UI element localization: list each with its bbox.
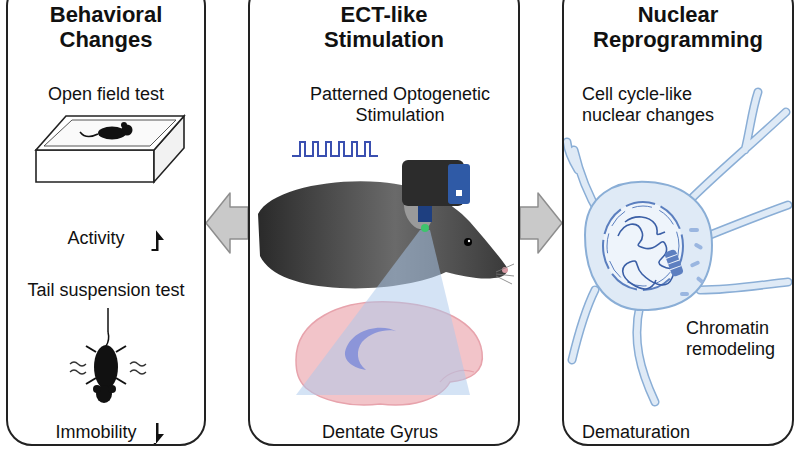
mouse-ear bbox=[121, 122, 127, 128]
motion-marks bbox=[70, 362, 86, 374]
whiskers bbox=[496, 264, 514, 284]
mouse-body bbox=[94, 345, 118, 389]
block-arrow bbox=[206, 193, 248, 253]
eye-highlight bbox=[468, 240, 470, 242]
chromatin-fragment bbox=[694, 242, 704, 250]
panel-text: Tail suspension test bbox=[11, 280, 201, 301]
box-front-wall bbox=[36, 150, 154, 182]
panel-text: Dentate Gyrus bbox=[300, 422, 460, 443]
pulse-train bbox=[292, 142, 378, 156]
mouse-leg bbox=[86, 378, 96, 384]
panel-heading: ECT-like Stimulation bbox=[294, 2, 474, 53]
panel-text: Open field test bbox=[16, 84, 196, 105]
panel-heading: Nuclear Reprogramming bbox=[578, 2, 778, 53]
box-rim bbox=[36, 116, 184, 150]
panel-text: Dematuration bbox=[582, 422, 732, 443]
neuron-soma bbox=[585, 182, 712, 310]
panel-box: ECT-like StimulationPatterned Optogeneti… bbox=[248, 0, 520, 446]
mouse-ear bbox=[108, 385, 116, 393]
panel-text: Activity bbox=[36, 228, 156, 249]
light-source bbox=[421, 224, 429, 232]
panel-box: Nuclear ReprogrammingCell cycle-like nuc… bbox=[562, 0, 794, 446]
panel-text: Patterned Optogenetic Stimulation bbox=[285, 84, 515, 125]
block-arrow bbox=[520, 193, 562, 253]
panel-heading: Behavioral Changes bbox=[16, 2, 196, 53]
device-face bbox=[448, 164, 470, 204]
motion-marks bbox=[130, 362, 146, 374]
nuclear-envelope bbox=[603, 202, 683, 290]
box-floor bbox=[44, 120, 176, 146]
chromatin-fragment bbox=[690, 260, 701, 268]
device-indicator bbox=[456, 190, 462, 196]
light-cone bbox=[296, 230, 470, 395]
mouse-eye bbox=[464, 238, 472, 246]
mouse-leg bbox=[116, 378, 126, 384]
mouse-ear bbox=[93, 385, 101, 393]
chromosome-bands bbox=[666, 254, 681, 269]
chromatin-fragment bbox=[689, 228, 699, 232]
device-stem bbox=[418, 206, 432, 222]
mouse-leg bbox=[86, 346, 96, 352]
mouse-leg bbox=[116, 346, 126, 352]
suspension-string bbox=[107, 308, 109, 332]
panel-text: Chromatin remodeling bbox=[686, 318, 790, 359]
chromatin-fragment bbox=[680, 292, 689, 296]
panel-text: Cell cycle-like nuclear changes bbox=[582, 84, 732, 125]
panel-box: Behavioral ChangesOpen field testActivit… bbox=[6, 0, 206, 446]
condensed-chromosome bbox=[664, 249, 684, 278]
panel-text: Immobility bbox=[36, 422, 156, 443]
mouse-tail bbox=[106, 332, 109, 346]
chromatin-fragment bbox=[696, 276, 705, 284]
mouse-tail bbox=[80, 132, 98, 137]
